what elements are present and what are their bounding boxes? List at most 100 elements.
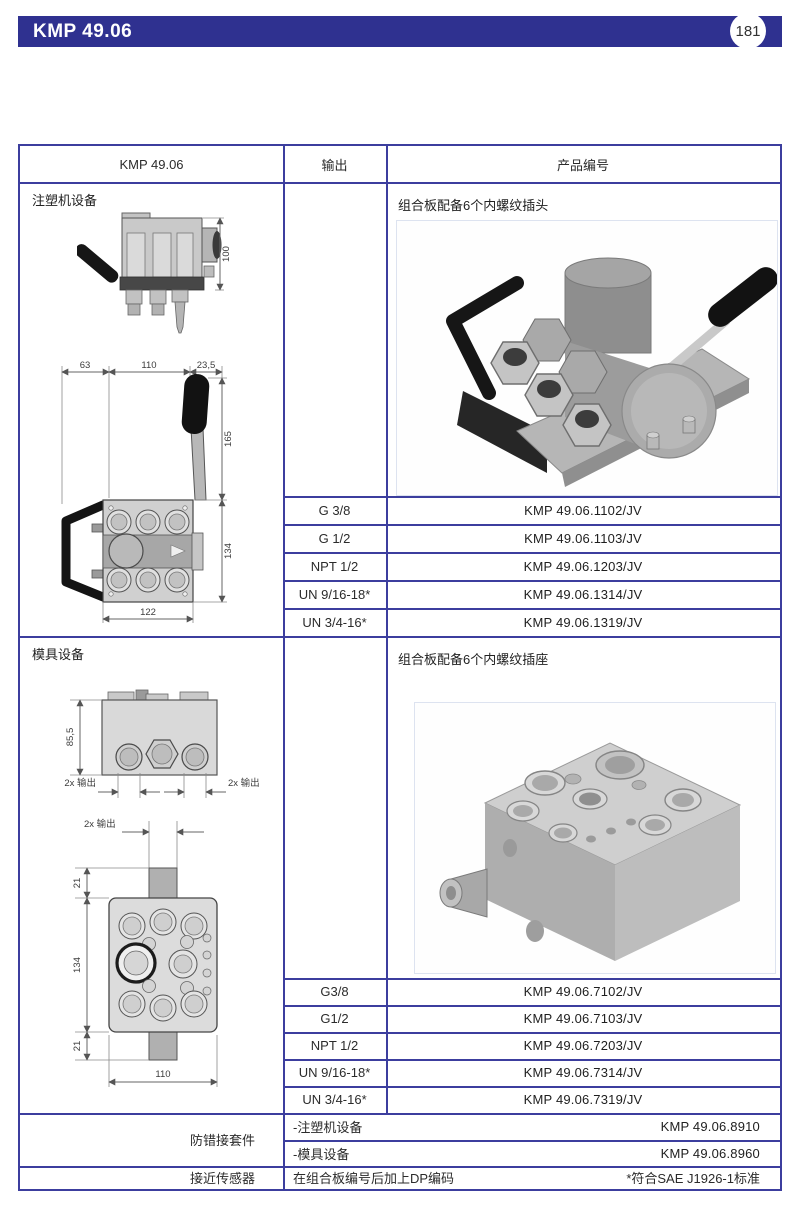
- output-cell: G1/2: [320, 1011, 349, 1026]
- mold-product-photo: [414, 702, 776, 974]
- page-header-bar: KMP 49.06 181: [18, 13, 782, 49]
- part-number-cell: KMP 49.06.7314/JV: [523, 1065, 643, 1080]
- bracket: [446, 276, 524, 400]
- part-number-cell: KMP 49.06.7319/JV: [523, 1092, 643, 1107]
- injection-front-view-drawing: 63 110 23,5: [61, 360, 234, 623]
- output-cell: UN 3/4-16*: [302, 614, 367, 630]
- mold-plate: [108, 867, 218, 1061]
- grid-line: [283, 608, 780, 610]
- top-ports: [506, 750, 702, 843]
- page-number-badge: 181: [730, 13, 766, 49]
- output-dimensions: 2x 输出 2x 输出: [64, 773, 260, 798]
- part-number-cell: KMP 49.06.7203/JV: [523, 1038, 643, 1053]
- kit-label-cell: 防错接套件: [189, 1133, 255, 1148]
- mold-side-view-drawing: 85,5 2x 输出 2x 输出: [64, 689, 260, 798]
- output-cell: UN 9/16-18*: [298, 586, 371, 602]
- part-number-cell: KMP 49.06.1203/JV: [523, 558, 643, 574]
- side-connector: [439, 868, 488, 918]
- standard-note: *符合SAE J1926-1标准: [626, 1171, 760, 1186]
- grid-line: [283, 1140, 780, 1142]
- grid-line: [386, 146, 388, 1113]
- output-cell: NPT 1/2: [310, 558, 359, 574]
- column-header-model: KMP 49.06: [119, 156, 184, 172]
- svg-text:63: 63: [80, 360, 91, 371]
- sensor-note: 在组合板编号后加上DP编码: [293, 1171, 455, 1186]
- grid-line: [283, 496, 780, 498]
- grid-line: [283, 978, 780, 980]
- injection-side-view-drawing: 100: [77, 212, 232, 334]
- grid-line: [20, 182, 780, 184]
- socket-block-render: [439, 742, 742, 961]
- svg-text:134: 134: [223, 543, 234, 559]
- svg-text:2x 输出: 2x 输出: [84, 818, 116, 830]
- page-title: KMP 49.06: [33, 20, 133, 42]
- side-dimensions: 165 134: [193, 377, 234, 603]
- page-number: 181: [735, 22, 761, 40]
- output-cell: UN 3/4-16*: [302, 1092, 367, 1107]
- grid-line: [283, 1086, 780, 1088]
- output-cell: UN 9/16-18*: [298, 1065, 371, 1080]
- product-table: KMP 49.06 输出 产品编号 注塑机设备 组合板配备6个内螺纹插头: [18, 144, 782, 1191]
- svg-text:21: 21: [72, 878, 83, 889]
- svg-text:122: 122: [140, 607, 156, 618]
- svg-text:2x 输出: 2x 输出: [64, 777, 96, 789]
- grid-line: [283, 580, 780, 582]
- dimension-855: 85,5: [65, 699, 102, 776]
- grid-line: [283, 146, 285, 1189]
- part-number-cell: KMP 49.06.1319/JV: [523, 614, 643, 630]
- kit-row-part-number: KMP 49.06.8960: [660, 1145, 760, 1161]
- kit-row-part-number: KMP 49.06.8910: [660, 1119, 760, 1134]
- grid-line: [283, 1005, 780, 1007]
- grid-line: [20, 1113, 780, 1115]
- left-dimensions: 21 134 21: [72, 867, 149, 1061]
- coupler-block: [91, 499, 204, 603]
- dimension-100: 100: [203, 217, 232, 291]
- base-studs: [646, 415, 696, 450]
- kit-row-label: -模具设备: [293, 1146, 350, 1162]
- column-header-part-number: 产品编号: [556, 157, 609, 173]
- grid-line: [283, 1059, 780, 1061]
- part-number-cell: KMP 49.06.7103/JV: [523, 1011, 643, 1026]
- lever-handle: [77, 244, 119, 283]
- section2-plate-label: 组合板配备6个内螺纹插座: [398, 652, 549, 667]
- kit-row-label: -注塑机设备: [293, 1120, 363, 1135]
- svg-text:23,5: 23,5: [197, 360, 216, 371]
- output-cell: NPT 1/2: [310, 1038, 359, 1053]
- injection-product-photo: [396, 220, 778, 496]
- svg-text:165: 165: [223, 431, 234, 447]
- output-cell: G 1/2: [318, 530, 351, 546]
- svg-text:85,5: 85,5: [65, 728, 76, 747]
- hex-nuts: [490, 318, 612, 447]
- column-header-output: 输出: [321, 157, 348, 173]
- part-number-cell: KMP 49.06.1102/JV: [524, 502, 642, 518]
- grid-line: [283, 524, 780, 526]
- svg-text:21: 21: [72, 1041, 83, 1052]
- fittings: [125, 289, 189, 334]
- mold-face-view-drawing: 2x 输出: [72, 818, 218, 1087]
- top-output-dimension: 2x 输出: [84, 818, 204, 868]
- output-cell: G3/8: [320, 984, 349, 999]
- grid-line: [283, 552, 780, 554]
- section1-equipment-label: 注塑机设备: [32, 193, 98, 208]
- bottom-dimension: 122: [102, 602, 194, 623]
- grid-line: [283, 1032, 780, 1034]
- section1-plate-label: 组合板配备6个内螺纹插头: [398, 198, 549, 213]
- output-cell: G 3/8: [318, 502, 351, 518]
- plug-coupling-render: [446, 257, 778, 487]
- svg-text:100: 100: [221, 246, 232, 262]
- part-number-cell: KMP 49.06.7102/JV: [523, 984, 643, 999]
- sensor-label-cell: 接近传感器: [189, 1171, 255, 1186]
- section2-equipment-label: 模具设备: [32, 647, 85, 662]
- svg-text:134: 134: [72, 957, 83, 973]
- grid-line: [20, 636, 780, 638]
- lever: [181, 374, 210, 501]
- part-number-cell: KMP 49.06.1103/JV: [524, 530, 642, 546]
- grid-line: [20, 1166, 780, 1168]
- svg-text:2x 输出: 2x 输出: [228, 777, 260, 789]
- svg-text:110: 110: [141, 360, 156, 371]
- svg-text:110: 110: [155, 1069, 170, 1080]
- handle-grip: [708, 267, 778, 327]
- carry-bracket: [61, 500, 108, 602]
- part-number-cell: KMP 49.06.1314/JV: [523, 586, 643, 602]
